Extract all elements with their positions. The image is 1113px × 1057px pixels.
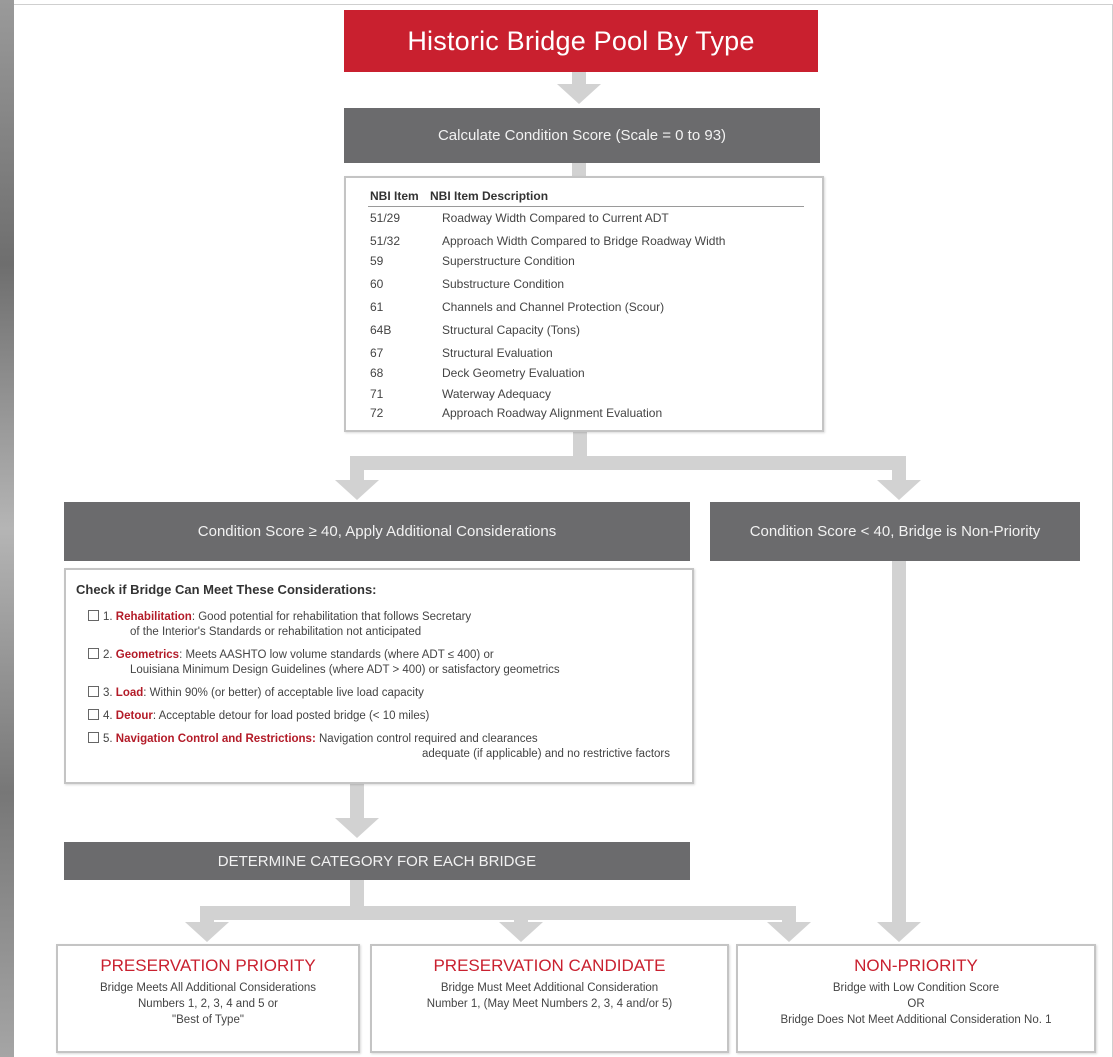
arrow-to-priority xyxy=(185,922,229,942)
connector-split-right-down xyxy=(892,456,906,482)
non-priority-box: NON-PRIORITY Bridge with Low Condition S… xyxy=(736,944,1096,1053)
connector-bottom-mid-down xyxy=(514,906,528,924)
consideration-item: 4. Detour: Acceptable detour for load po… xyxy=(88,709,429,724)
consideration-item: 1. Rehabilitation: Good potential for re… xyxy=(88,610,471,640)
nbi-description-header: NBI Item Description xyxy=(430,189,549,203)
table-header-rule xyxy=(368,206,804,207)
consideration-item: 3. Load: Within 90% (or better) of accep… xyxy=(88,686,424,701)
preservation-candidate-title: PRESERVATION CANDIDATE xyxy=(433,956,666,975)
connector-score-to-table xyxy=(572,163,586,177)
connector-split-left-down xyxy=(350,456,364,482)
connector-considerations-down xyxy=(350,782,364,820)
preservation-priority-box: PRESERVATION PRIORITY Bridge Meets All A… xyxy=(56,944,360,1053)
checkbox-icon xyxy=(88,709,99,720)
arrow-low-score-to-nonpriority xyxy=(877,922,921,942)
checkbox-icon xyxy=(88,686,99,697)
considerations-title: Check if Bridge Can Meet These Considera… xyxy=(76,582,377,597)
arrow-to-nonpriority-from-left xyxy=(767,922,811,942)
connector-bottom-horizontal xyxy=(200,906,796,920)
connector-determine-down xyxy=(350,880,364,910)
determine-category-bar: DETERMINE CATEGORY FOR EACH BRIDGE xyxy=(64,842,690,880)
connector-split-horizontal xyxy=(350,456,906,470)
checkbox-icon xyxy=(88,648,99,659)
calculate-condition-score-bar: Calculate Condition Score (Scale = 0 to … xyxy=(344,108,820,163)
consideration-item: 2. Geometrics: Meets AASHTO low volume s… xyxy=(88,648,560,678)
condition-score-high-bar: Condition Score ≥ 40, Apply Additional C… xyxy=(64,502,690,561)
connector-bottom-right-down xyxy=(782,906,796,924)
arrow-title-to-score xyxy=(557,84,601,104)
arrow-to-determine xyxy=(335,818,379,838)
considerations-box: Check if Bridge Can Meet These Considera… xyxy=(64,568,694,784)
top-border xyxy=(14,4,1113,5)
checkbox-icon xyxy=(88,732,99,743)
connector-bottom-left-down xyxy=(200,906,214,924)
arrow-to-low-score xyxy=(877,480,921,500)
consideration-item: 5. Navigation Control and Restrictions: … xyxy=(88,732,670,762)
arrow-to-high-score xyxy=(335,480,379,500)
nbi-item-header: NBI Item xyxy=(370,189,419,203)
checkbox-icon xyxy=(88,610,99,621)
left-edge-texture xyxy=(0,0,14,1057)
preservation-candidate-box: PRESERVATION CANDIDATE Bridge Must Meet … xyxy=(370,944,729,1053)
connector-low-score-down xyxy=(892,561,906,924)
non-priority-title: NON-PRIORITY xyxy=(854,956,978,975)
preservation-priority-title: PRESERVATION PRIORITY xyxy=(100,956,316,975)
connector-table-down xyxy=(573,428,587,462)
condition-score-low-bar: Condition Score < 40, Bridge is Non-Prio… xyxy=(710,502,1080,561)
diagram-title: Historic Bridge Pool By Type xyxy=(344,10,818,72)
connector-title-to-score xyxy=(572,72,586,86)
arrow-to-candidate xyxy=(499,922,543,942)
